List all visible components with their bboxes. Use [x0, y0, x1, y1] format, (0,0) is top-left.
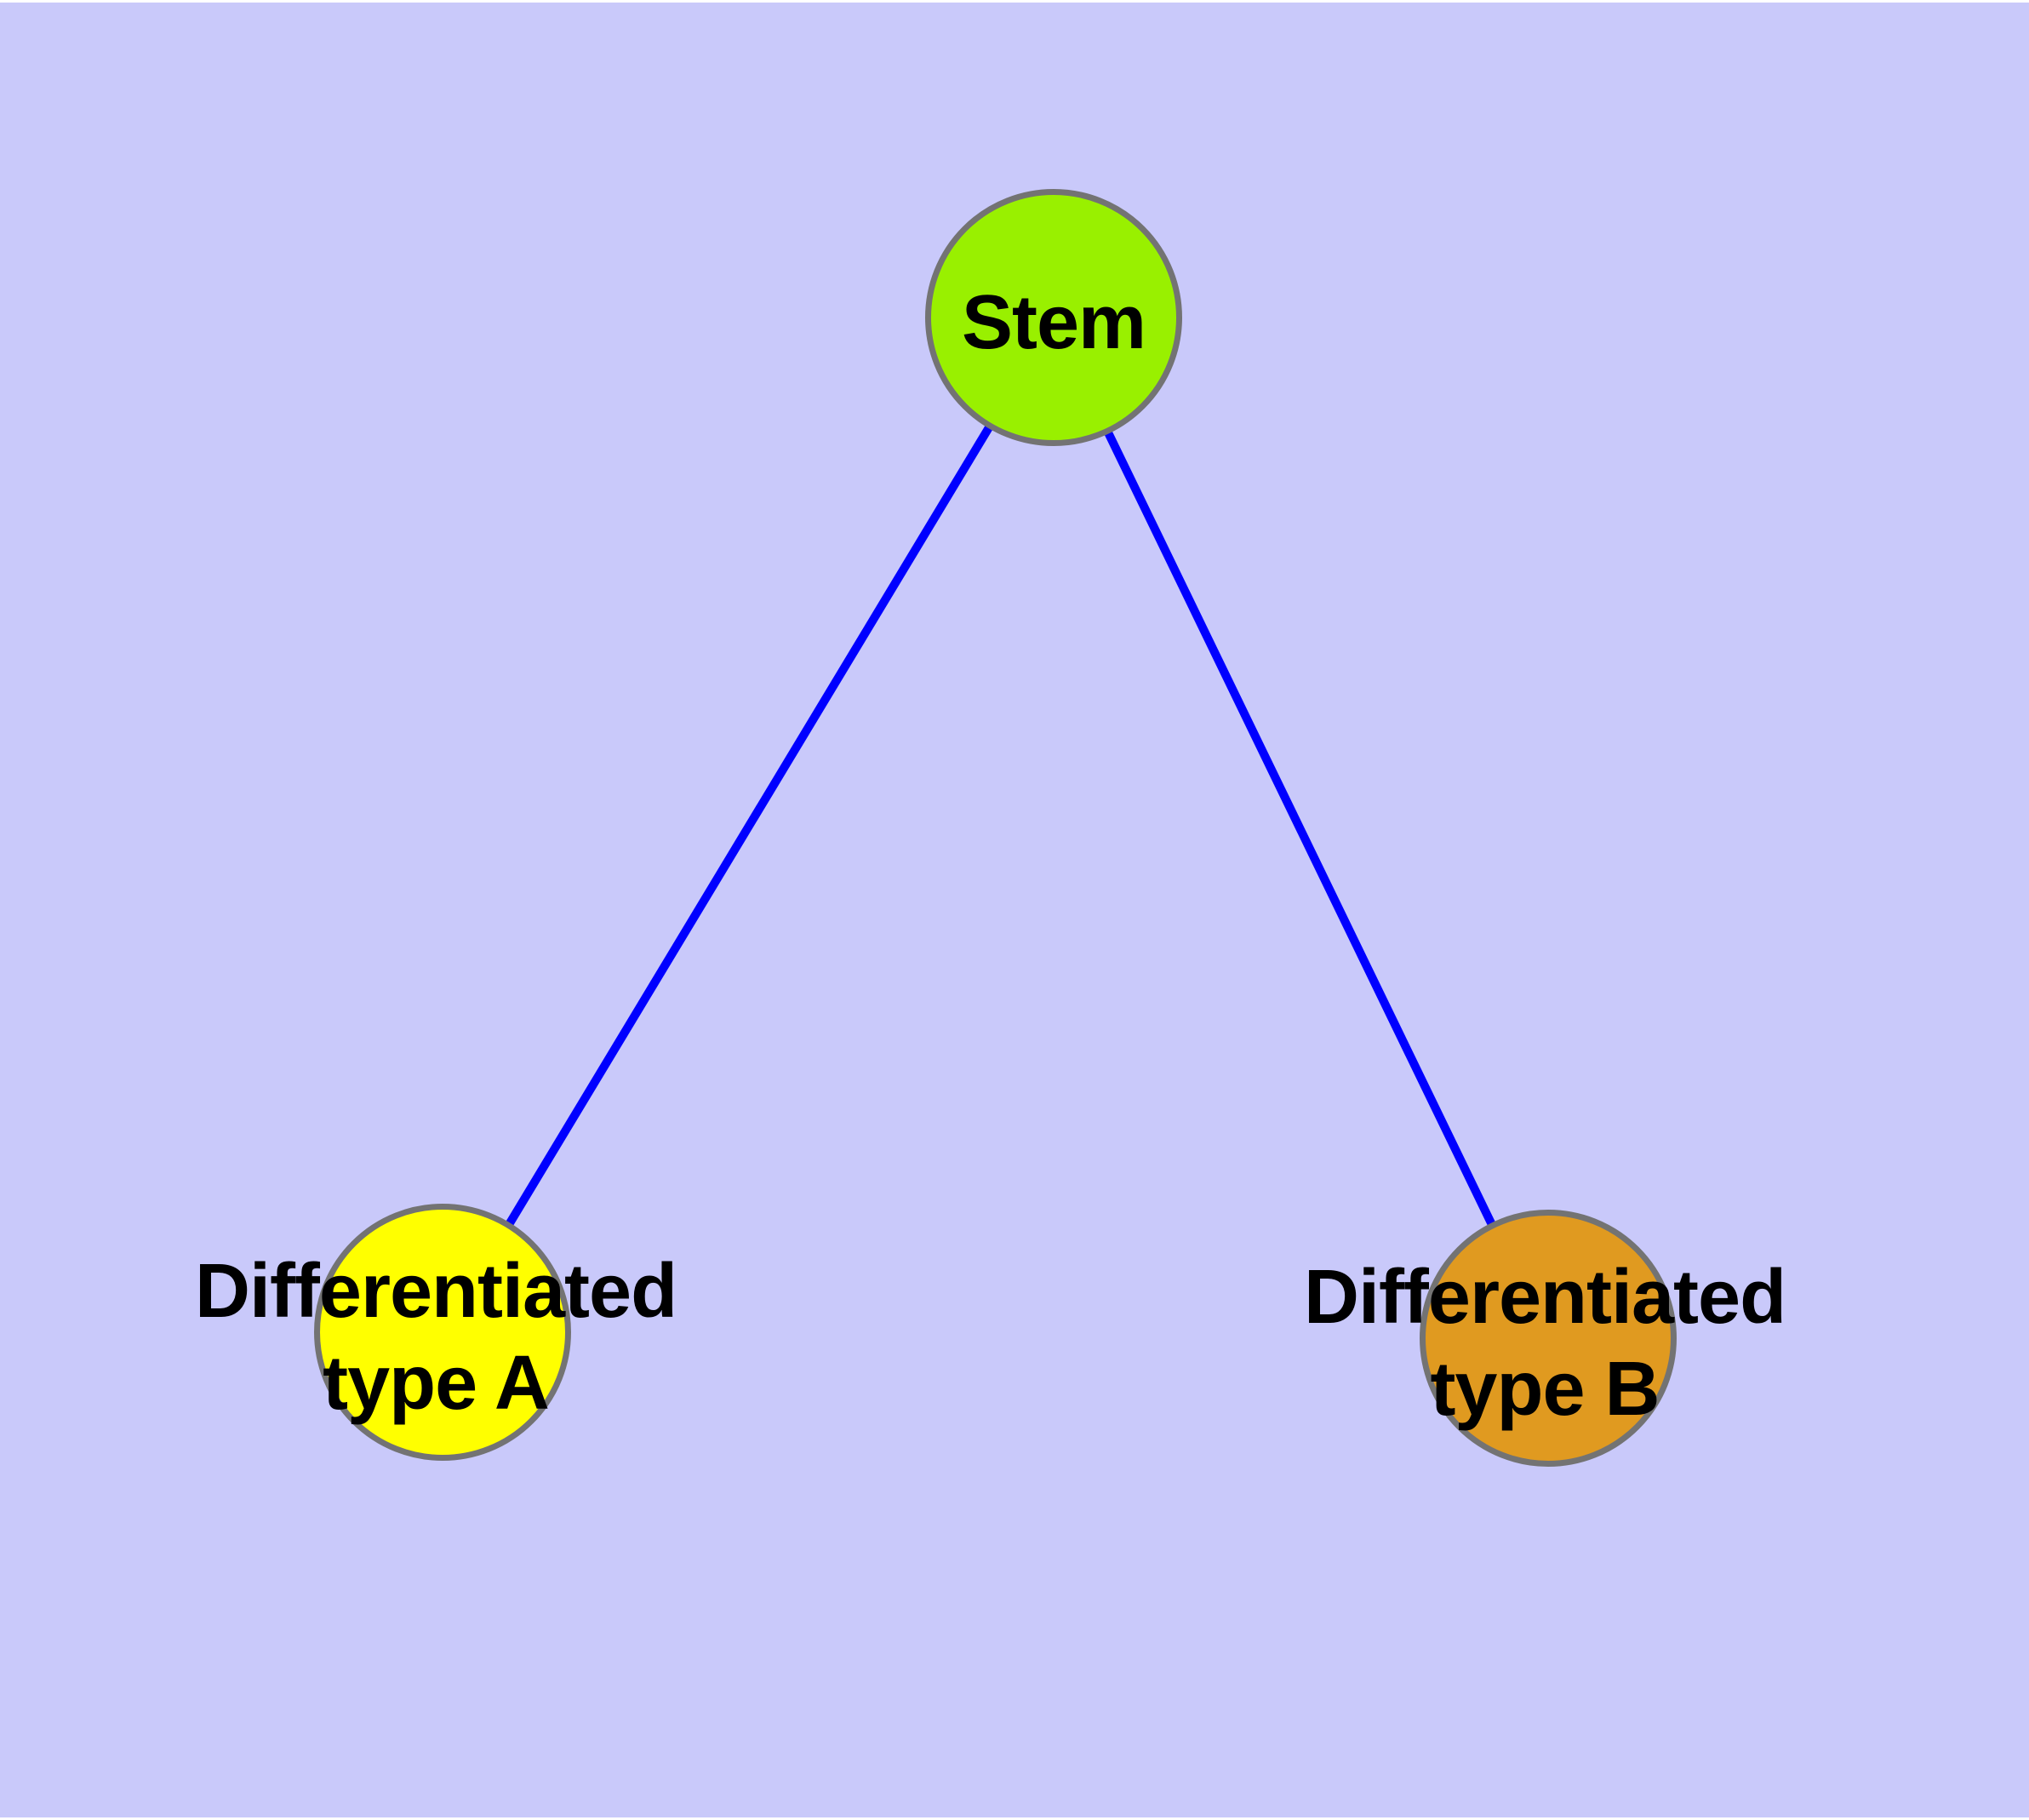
diagram-canvas: Stem Differentiated type A Differentiate… — [0, 3, 2029, 1817]
node-stem — [925, 189, 1182, 446]
edge-stem-to-type-a — [438, 318, 1058, 1337]
node-differentiated-type-a-label: Differentiated type A — [194, 1249, 677, 1426]
node-differentiated-type-b — [1420, 1210, 1677, 1467]
node-stem-label: Stem — [961, 280, 1146, 365]
node-differentiated-type-a — [314, 1204, 571, 1461]
edge-layer — [438, 318, 1552, 1343]
edge-stem-to-type-b — [1049, 318, 1552, 1343]
node-differentiated-type-b-label: Differentiated type B — [1303, 1255, 1786, 1432]
